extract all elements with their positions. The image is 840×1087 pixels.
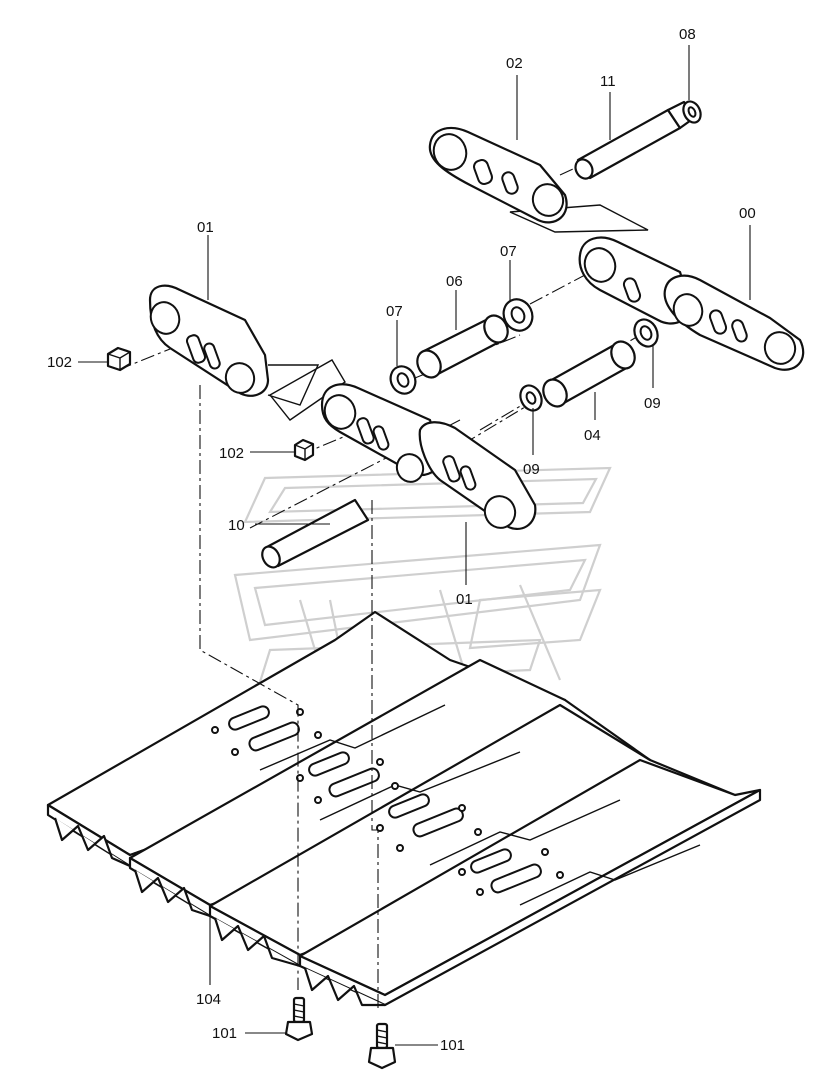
callout-101-right: 101: [440, 1037, 465, 1054]
callout-leader-lines: [78, 45, 751, 1046]
bolt-101-left: [284, 996, 314, 1042]
track-link-00: [578, 236, 805, 371]
track-pin-11: [574, 100, 696, 180]
circlip-08: [682, 100, 702, 124]
seal-09-left: [519, 384, 543, 412]
callout-07-left: 07: [386, 303, 403, 320]
callout-11: 11: [600, 73, 616, 90]
callout-101-left: 101: [212, 1025, 237, 1042]
nut-102-upper: [106, 346, 132, 372]
link-plate-edge-mid: [268, 359, 346, 421]
callout-08: 08: [679, 26, 696, 43]
bushing-06: [416, 314, 509, 379]
callout-04: 04: [584, 427, 601, 444]
callout-02: 02: [506, 55, 523, 72]
callout-labels: 02 11 08 00 01 06 07 07 102 102 04 09 09…: [47, 26, 756, 1054]
callout-102-upper: 102: [47, 354, 72, 371]
callout-07-right: 07: [500, 243, 517, 260]
callout-01-lower: 01: [456, 591, 473, 608]
nut-102-middle: [293, 438, 315, 462]
track-pin-10: [261, 498, 370, 569]
callout-104: 104: [196, 991, 221, 1008]
seal-09-right: [633, 318, 659, 348]
callout-01-upper: 01: [197, 219, 214, 236]
callout-06: 06: [446, 273, 463, 290]
bushing-04: [542, 340, 636, 408]
seal-07-right: [502, 298, 534, 332]
seal-07-left: [389, 365, 417, 395]
callout-00: 00: [739, 205, 756, 222]
track-link-02: [428, 127, 568, 224]
callout-09-left: 09: [523, 461, 540, 478]
callout-102-middle: 102: [219, 445, 244, 462]
link-plate-edge-upper: [509, 204, 649, 233]
track-link-01-upper: [148, 284, 320, 406]
track-shoe-plates: [46, 610, 762, 1007]
callout-10: 10: [228, 517, 245, 534]
track-link-01-lower: [320, 383, 537, 531]
bolt-101-right: [367, 1022, 397, 1070]
callout-09-right: 09: [644, 395, 661, 412]
